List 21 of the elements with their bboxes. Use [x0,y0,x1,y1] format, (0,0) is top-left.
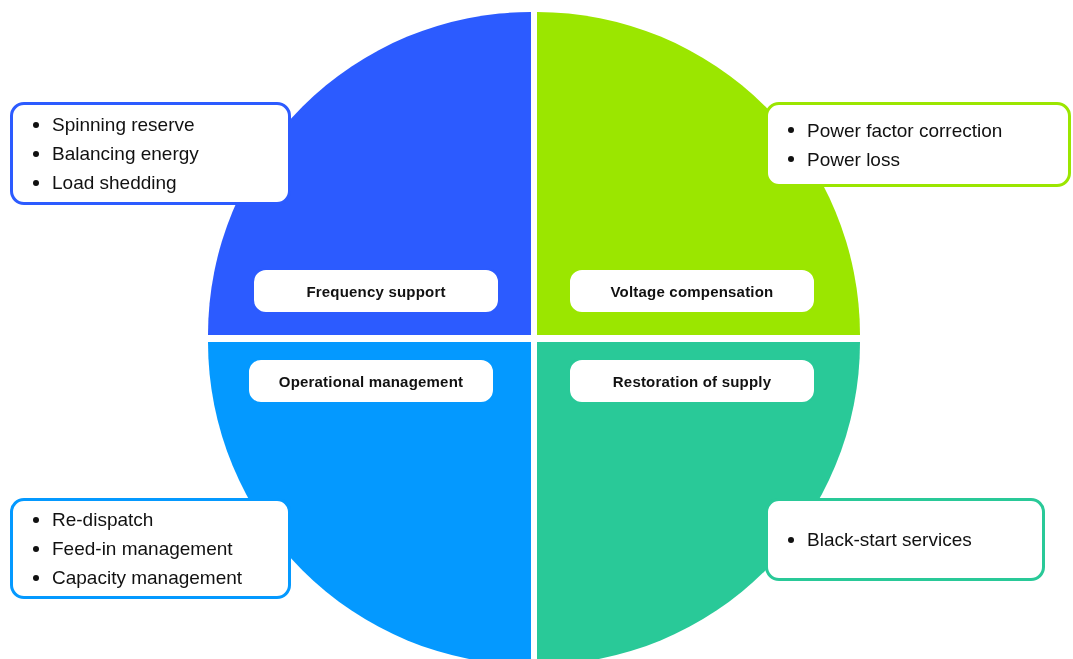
category-title: Voltage compensation [610,282,774,300]
bullet-item: Spinning reserve [33,110,280,139]
category-title: Restoration of supply [612,372,772,390]
label-pill [568,268,816,314]
label-pill [247,358,495,404]
bullet-item: Load shedding [33,168,280,197]
bullet-item: Balancing energy [33,139,280,168]
category-title: Frequency support [306,282,446,300]
label-pill [568,358,816,404]
bullet-item: Power factor correction [788,115,1060,145]
bullet-item: Re-dispatch [33,505,280,534]
category-title: Operational management [278,372,464,390]
bullet-item: Power loss [788,144,1060,174]
bullet-list-card [765,498,1045,581]
bullet-item: Black-start services [788,525,1034,554]
label-pill [252,268,500,314]
bullet-item: Feed-in management [33,534,280,563]
bullet-list-card [10,102,291,205]
bullet-item: Capacity management [33,563,280,592]
bullet-list-card [10,498,291,599]
bullet-list-card [765,102,1071,187]
